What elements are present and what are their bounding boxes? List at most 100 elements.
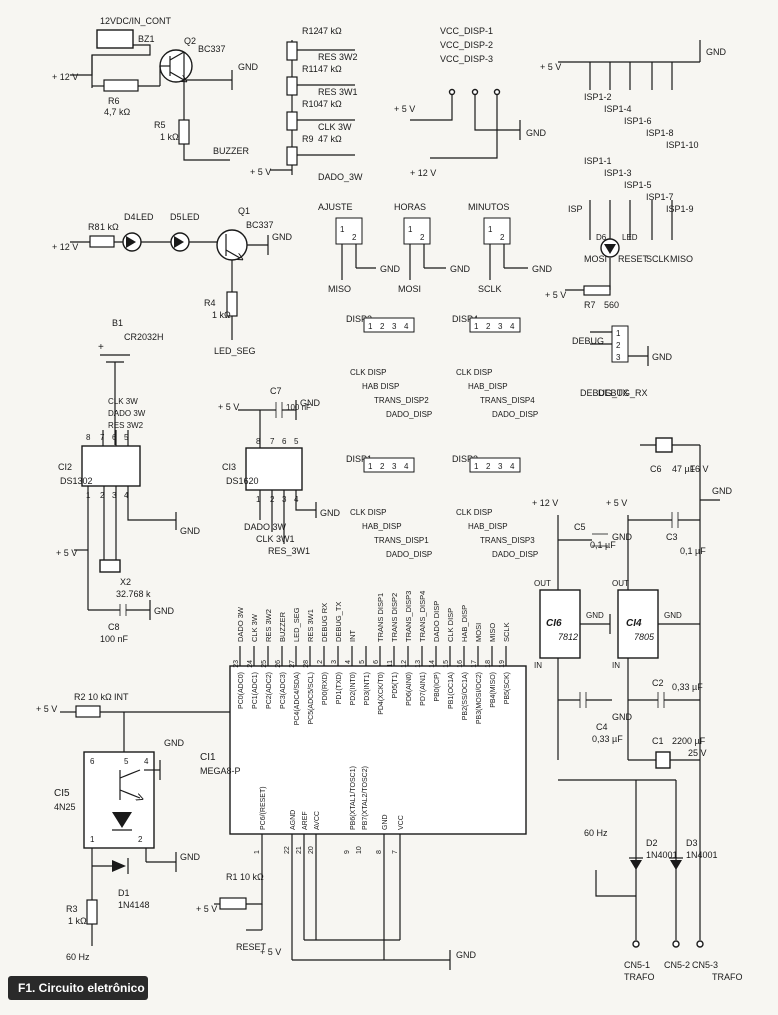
d2-symbol [630, 860, 642, 870]
c4-ref: C4 [596, 722, 608, 732]
ci4-ref: CI4 [626, 618, 642, 629]
r9-value: 47 kΩ [318, 134, 342, 144]
ci2-part: DS1302 [60, 476, 93, 486]
optocoupler-block: + 5 V R2 10 kΩ INT CI5 4N25 6 5 4 1 2 GN… [36, 692, 230, 962]
isp-top-4: ISP1-10 [666, 140, 699, 150]
buzzer-12v: + 12 V [52, 72, 78, 82]
d1-ref: D1 [118, 888, 130, 898]
ci5-pin5: 5 [124, 757, 129, 766]
ci2-pin8: 8 [86, 433, 91, 442]
disp2-pin-4: 4 [404, 322, 409, 331]
ci1-pin-name: AVCC [314, 811, 321, 830]
ci1-bottom-pin-number: 22 [284, 846, 291, 854]
isp-bot-2: ISP1-5 [624, 180, 652, 190]
cn5-3-ref: CN5-3 [692, 960, 718, 970]
ajuste-gnd: GND [380, 264, 401, 274]
buzzer-driver: 12VDC/IN_CONT BZ1 R6 4,7 kΩ Q2 BC337 GND… [52, 16, 259, 161]
ci3-pin1: 1 [256, 495, 261, 504]
ci5-gnd-2: GND [180, 852, 201, 862]
pullup-resistors: + 5 V R12 47 kΩ RES 3W2 R11 47 kΩ RES 3W… [250, 26, 363, 182]
ajuste-pin-1: 1 [340, 225, 345, 234]
d5-part: LED [182, 212, 200, 222]
c5-gnd: GND [612, 532, 633, 542]
ci1-pin-number: 6 [373, 660, 380, 664]
minutos-gnd: GND [532, 264, 553, 274]
disp2-pin-1: 1 [368, 322, 373, 331]
display-connectors-upper: DISP2 1 2 3 4 CLK DISP HAB DISP TRANS_DI… [346, 314, 538, 419]
isp-net-reset: RESET [618, 254, 649, 264]
ci1-pin-number: 25 [261, 660, 268, 668]
ci2-body [81, 445, 141, 487]
ci1-pin-name: PD7(AIN1) [420, 672, 427, 706]
ci2-pin4: 4 [124, 491, 129, 500]
ci1-pin-number: 3 [331, 660, 338, 664]
ci1-pin-name: PC2(ADC2) [266, 672, 273, 709]
ci3-part: DS1620 [226, 476, 259, 486]
cn5-1 [632, 940, 640, 948]
ci1-pin-number: 27 [289, 660, 296, 668]
d4-ref: D4 [124, 212, 136, 222]
c3-value: 0,1 µF [680, 546, 706, 556]
disp1-pin-1: 1 [368, 462, 373, 471]
ci1-pin-number: 15 [443, 660, 450, 668]
q1-part: BC337 [246, 220, 274, 230]
disp4-label: DISP4 [452, 314, 478, 324]
r3-body [86, 899, 98, 925]
mcu-5v-bottom: + 5 V [260, 947, 281, 957]
x2-ref: X2 [120, 577, 131, 587]
b1-part: CR2032H [124, 332, 164, 342]
d3-ref: D3 [686, 838, 698, 848]
opto-5v: + 5 V [36, 704, 57, 714]
ci1-bottom-pin-number: 1 [254, 850, 261, 854]
disp1-pin-2: 2 [380, 462, 385, 471]
ci2-net7: CLK 3W [108, 397, 138, 406]
ci1-pin-name: PB0(ICP) [434, 672, 441, 702]
vcc-disp-5v: + 5 V [394, 104, 415, 114]
cn5-1-ref: CN5-1 [624, 960, 650, 970]
ci3-pin7: 7 [270, 437, 275, 446]
disp1-net-3: DADO_DISP [386, 550, 432, 559]
isp-net-sclk: SCLK [646, 254, 670, 264]
r6-body [103, 79, 139, 92]
ci3-pin8: 8 [256, 437, 261, 446]
ci5-pin4: 4 [144, 757, 149, 766]
debug-connector: DEBUG 1 2 3 GND DEBUG_TX DEBUG_RX [572, 325, 673, 398]
ajuste-pin-2: 2 [352, 233, 357, 242]
debug-label: DEBUG [572, 336, 604, 346]
ci1-pin-name: PD4(XCK/T0) [378, 672, 385, 715]
ci1-pin-name: PB7(XTAL2/TOSC2) [362, 766, 369, 830]
ci2-net6: DADO 3W [108, 409, 146, 418]
vcc-disp-gnd: GND [526, 128, 547, 138]
reset-5v: + 5 V [196, 904, 217, 914]
q1-ref: Q1 [238, 206, 250, 216]
ci1-pin-number: 17 [471, 660, 478, 668]
ci1-pin-number: 5 [359, 660, 366, 664]
r6-ref: R6 [108, 96, 120, 106]
minutos-net: SCLK [478, 284, 502, 294]
ci1-pin-number: 18 [485, 660, 492, 668]
disp2-label: DISP2 [346, 314, 372, 324]
d1-symbol [112, 860, 126, 872]
ci5-led [112, 812, 132, 828]
ci2-ref: CI2 [58, 462, 72, 472]
q2-gnd: GND [238, 62, 259, 72]
ci1-pin-number: 28 [303, 660, 310, 668]
isp-top-3: ISP1-8 [646, 128, 674, 138]
ci3-net0: DADO 3W [244, 522, 287, 532]
vcc-disp-12v: + 12 V [410, 168, 436, 178]
isp-header: GND + 5 V ISP1-2 ISP1-4 ISP1-6 ISP1-8 IS… [540, 40, 727, 310]
led-12v: + 12 V [52, 242, 78, 252]
ci1-pin-net: TRANS_DISP3 [404, 591, 413, 642]
d6-ref: D6 [596, 233, 607, 242]
ci1-pin-name: PD0(RXD) [322, 672, 329, 705]
ci1-pin-name: PC1(ADC1) [252, 672, 259, 709]
buzzer-body [96, 29, 134, 49]
ci2-pin2: 2 [100, 491, 105, 500]
r10-ref: R10 [302, 99, 319, 109]
ajuste-net: MISO [328, 284, 351, 294]
disp4-pin-4: 4 [510, 322, 515, 331]
r3-net: 60 Hz [66, 952, 90, 962]
c4-value: 0,33 µF [592, 734, 623, 744]
ci1-pin-number: 26 [275, 660, 282, 668]
d2-part: 1N4001 [646, 850, 678, 860]
